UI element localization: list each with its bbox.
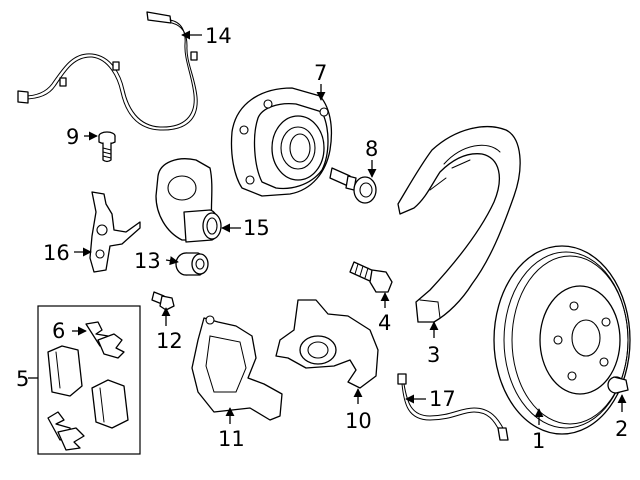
brake-rotor-part (493, 245, 631, 435)
caliper-actuator-part (155, 158, 222, 243)
callout-11: 11 (218, 427, 245, 451)
callout-3: 3 (427, 343, 440, 367)
callout-labels: 14 9 7 8 15 16 13 12 4 3 6 5 11 10 17 1 … (16, 24, 628, 453)
callout-9: 9 (66, 125, 79, 149)
bracket-part (89, 191, 141, 273)
pad-kit-box (37, 305, 141, 455)
callout-5: 5 (16, 367, 29, 391)
callout-12: 12 (156, 329, 183, 353)
callout-1: 1 (532, 429, 545, 453)
dust-shield-part (397, 125, 521, 323)
callout-17: 17 (429, 387, 456, 411)
callout-13: 13 (134, 249, 161, 273)
callout-14: 14 (205, 24, 232, 48)
callout-10: 10 (345, 409, 372, 433)
bolt-part-4 (349, 261, 393, 293)
callout-7: 7 (314, 61, 327, 85)
bolt-part-12 (151, 291, 175, 311)
leader-lines (28, 30, 627, 425)
callout-2: 2 (615, 417, 628, 441)
callout-8: 8 (365, 137, 378, 161)
callout-15: 15 (243, 216, 270, 240)
callout-6: 6 (52, 319, 65, 343)
callout-16: 16 (43, 241, 70, 265)
bushing-part (175, 252, 209, 276)
caliper-housing-part (275, 299, 379, 389)
screw-part-2 (607, 376, 629, 394)
axle-nut-part (329, 167, 377, 204)
lower-sensor-wire-part (397, 373, 509, 441)
bolt-part-9 (98, 131, 116, 163)
caliper-carrier-part (191, 315, 283, 421)
wear-sensor-wire-part (17, 11, 198, 131)
callout-4: 4 (378, 311, 391, 335)
hub-bearing-part (230, 87, 333, 197)
